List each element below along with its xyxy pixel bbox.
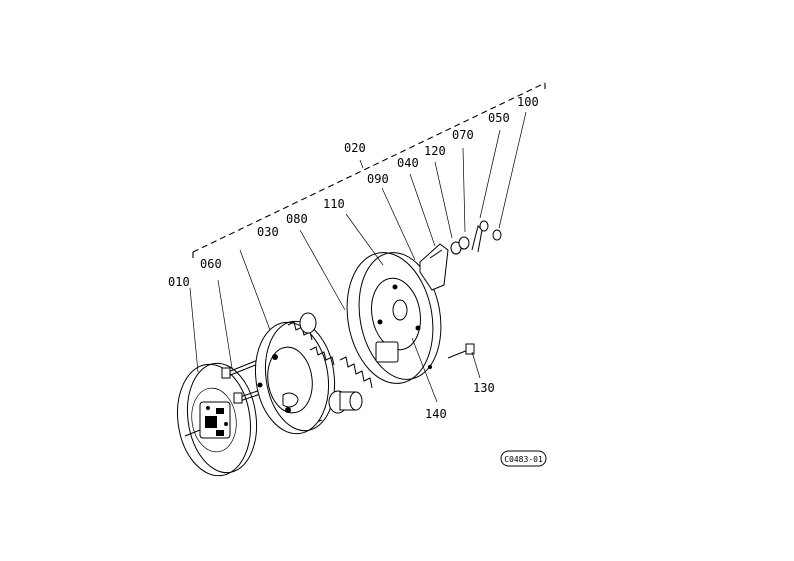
part-label-030: 030 [257, 225, 279, 239]
part-label-090: 090 [367, 172, 389, 186]
reference-code-badge: C0483-01 [500, 450, 547, 467]
part-label-070: 070 [452, 128, 474, 142]
part-label-130: 130 [473, 381, 495, 395]
part-label-110: 110 [323, 197, 345, 211]
adjust-bolt-part [447, 343, 475, 359]
clutch-disc-part [177, 362, 258, 477]
part-label-020: 020 [344, 141, 366, 155]
part-label-080: 080 [286, 212, 308, 226]
nut-washer-part [450, 236, 470, 255]
part-labels: 010 060 030 080 110 020 090 040 120 070 … [168, 95, 539, 421]
part-label-040: 040 [397, 156, 419, 170]
part-label-060: 060 [200, 257, 222, 271]
spring-part [287, 312, 373, 414]
part-label-100: 100 [517, 95, 539, 109]
part-label-050: 050 [488, 111, 510, 125]
leader-lines [189, 111, 527, 403]
part-label-010: 010 [168, 275, 190, 289]
reference-code: C0483-01 [504, 455, 543, 464]
pressure-plate-part [255, 320, 336, 435]
spring-clip-part [471, 220, 502, 253]
clutch-cover-part [346, 252, 442, 384]
part-label-120: 120 [424, 144, 446, 158]
reference-frame-line [192, 82, 546, 262]
part-label-140: 140 [425, 407, 447, 421]
release-lever-part [419, 243, 449, 291]
